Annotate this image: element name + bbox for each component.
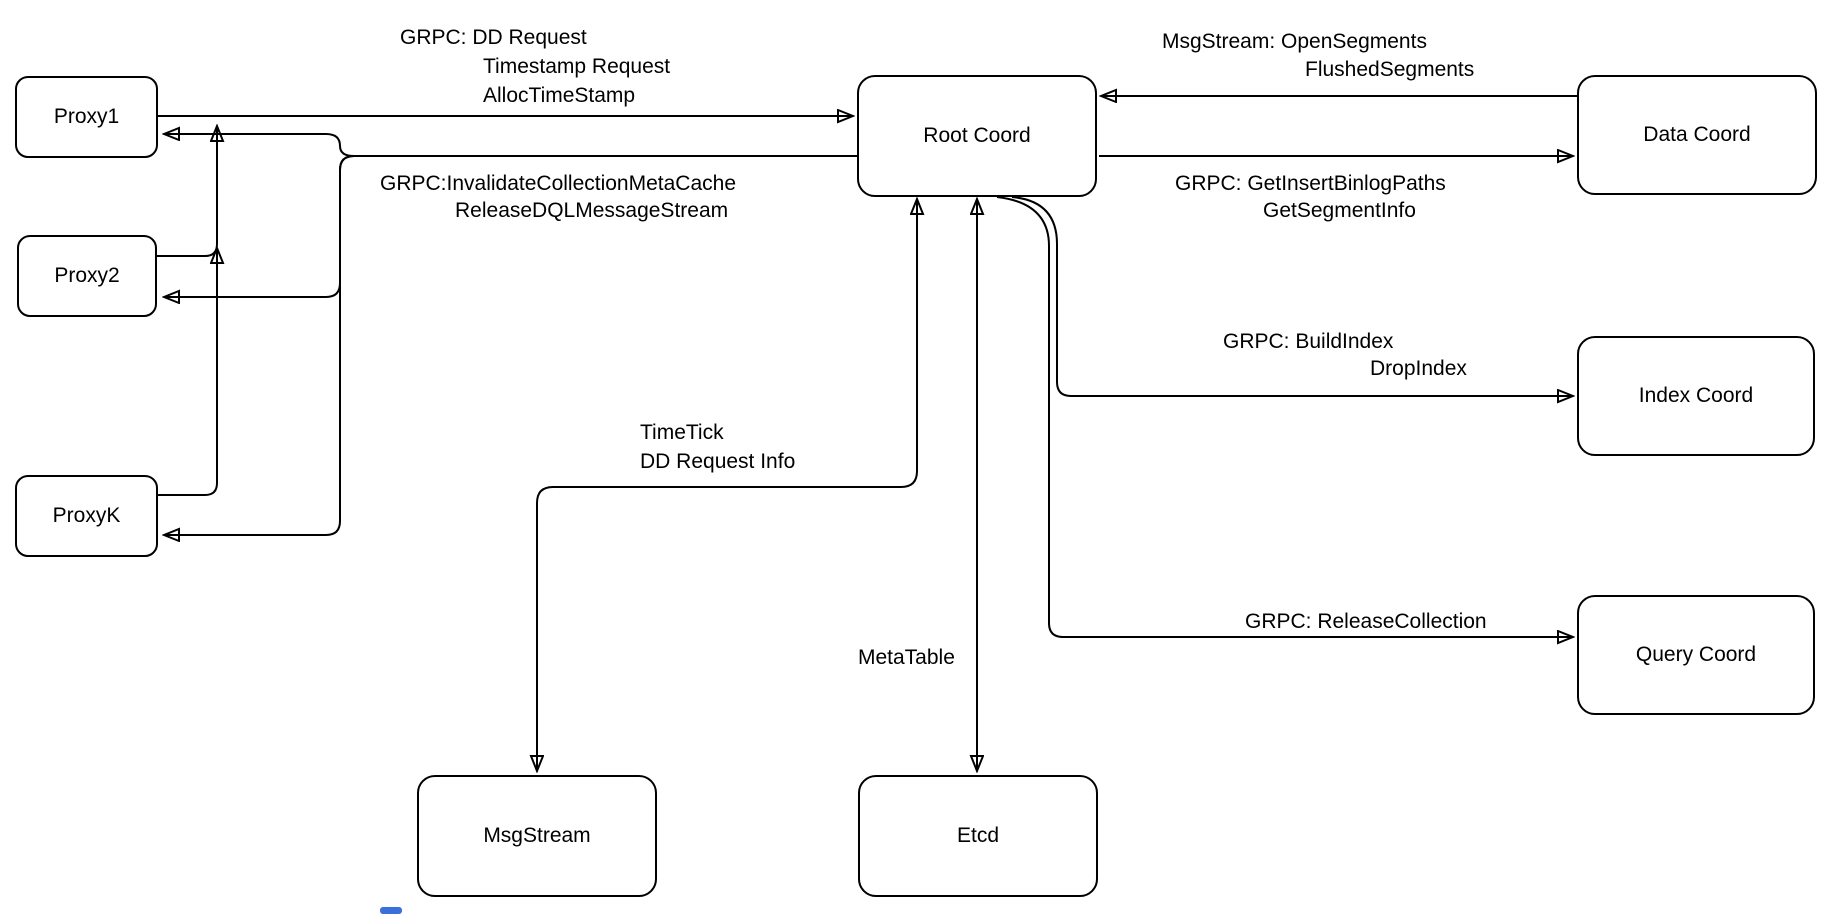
node-etcd: Etcd: [858, 775, 1098, 897]
label-root-to-data-line2: GetSegmentInfo: [1263, 199, 1416, 222]
node-proxy1: Proxy1: [15, 76, 158, 158]
edge-rootcoord-to-proxy1: [164, 134, 857, 157]
label-root-to-data-line1: GRPC: GetInsertBinlogPaths: [1175, 172, 1446, 195]
node-proxy2-label: Proxy2: [54, 264, 120, 287]
node-msgstream-label: MsgStream: [483, 824, 591, 847]
node-root-coord: Root Coord: [857, 75, 1097, 197]
node-data-coord: Data Coord: [1577, 75, 1817, 195]
label-root-to-msgstream-line2: DD Request Info: [640, 450, 796, 473]
node-proxy1-label: Proxy1: [53, 105, 120, 128]
edge-rootcoord-to-indexcoord: [1011, 196, 1573, 396]
node-query-coord-label: Query Coord: [1635, 643, 1757, 666]
edge-proxy2-merge-up: [157, 126, 217, 257]
node-proxyk: ProxyK: [15, 475, 158, 557]
label-root-to-msgstream-line1: TimeTick: [640, 421, 724, 444]
label-data-to-root-line2: FlushedSegments: [1305, 58, 1475, 81]
node-query-coord: Query Coord: [1577, 595, 1815, 715]
node-proxyk-label: ProxyK: [52, 504, 121, 527]
node-index-coord: Index Coord: [1577, 336, 1815, 456]
edge-rootcoord-to-querycoord: [996, 196, 1573, 637]
node-root-coord-label: Root Coord: [923, 124, 1031, 147]
node-msgstream: MsgStream: [417, 775, 657, 897]
label-root-to-index-line2: DropIndex: [1370, 357, 1467, 380]
label-proxy-to-root-line3: AllocTimeStamp: [483, 84, 636, 107]
edge-rootcoord-msgstream: [537, 199, 917, 771]
label-root-to-index-line1: GRPC: BuildIndex: [1223, 330, 1394, 353]
edge-proxyk-merge-up: [158, 248, 217, 496]
label-proxy-to-root-line1: GRPC: DD Request: [400, 26, 587, 49]
label-proxy-to-root-line2: Timestamp Request: [483, 55, 671, 78]
edge-rootcoord-to-proxyk: [164, 155, 857, 535]
node-proxy2: Proxy2: [17, 235, 157, 317]
node-index-coord-label: Index Coord: [1638, 384, 1754, 407]
label-data-to-root-line1: MsgStream: OpenSegments: [1162, 30, 1427, 53]
label-root-to-proxy-line2: ReleaseDQLMessageStream: [455, 199, 729, 222]
label-root-to-proxy-line1: GRPC:InvalidateCollectionMetaCache: [380, 172, 737, 195]
bottom-edge-artifact: [380, 907, 402, 914]
label-root-to-query-line1: GRPC: ReleaseCollection: [1245, 610, 1487, 633]
label-root-to-etcd-line1: MetaTable: [858, 646, 955, 669]
node-etcd-label: Etcd: [956, 824, 1000, 847]
node-data-coord-label: Data Coord: [1643, 123, 1751, 146]
